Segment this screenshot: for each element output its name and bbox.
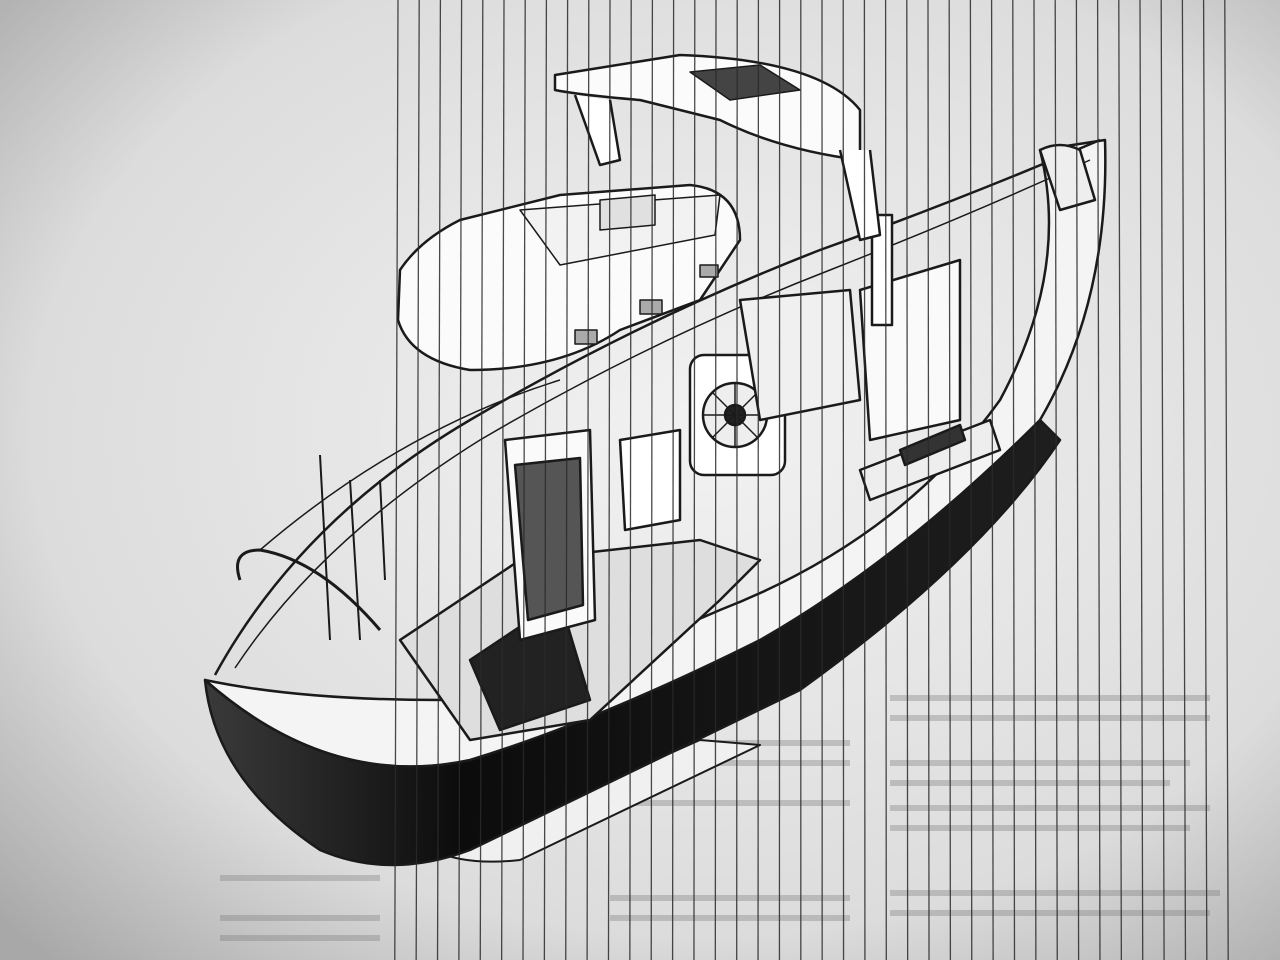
rule-line	[693, 0, 696, 960]
rule-line	[394, 0, 399, 960]
rule-line	[458, 0, 463, 960]
faint-text-blocks	[220, 695, 1220, 941]
rule-line	[543, 0, 548, 960]
boat	[203, 53, 1107, 867]
rule-line	[607, 0, 611, 960]
rule-line	[671, 0, 675, 960]
rule-line	[884, 0, 887, 960]
rule-line	[948, 0, 952, 960]
rule-line	[1160, 0, 1165, 960]
vertical-rule-lines	[394, 0, 1229, 960]
rule-line	[436, 0, 442, 960]
mast-post	[870, 213, 894, 327]
rule-line	[1096, 0, 1101, 960]
rule-line	[969, 0, 973, 960]
rule-line	[1118, 0, 1123, 960]
rule-line	[415, 0, 420, 960]
rule-line	[565, 0, 569, 960]
rule-line	[1012, 0, 1016, 960]
rule-line	[1033, 0, 1037, 960]
rule-line	[1054, 0, 1058, 960]
rule-line	[736, 0, 738, 960]
rule-line	[629, 0, 632, 960]
rule-line	[586, 0, 590, 960]
rule-line	[1181, 0, 1187, 960]
rule-line	[906, 0, 909, 960]
rule-line	[522, 0, 526, 960]
rule-line	[863, 0, 866, 960]
railing	[236, 548, 382, 631]
rule-line	[500, 0, 505, 960]
rule-line	[479, 0, 484, 960]
rule-line	[1224, 0, 1229, 960]
rule-line	[927, 0, 930, 960]
rule-line	[1139, 0, 1144, 960]
rule-line	[714, 0, 717, 960]
rule-line	[650, 0, 654, 960]
rule-line	[1075, 0, 1080, 960]
rule-line	[990, 0, 994, 960]
rule-line	[1202, 0, 1208, 960]
